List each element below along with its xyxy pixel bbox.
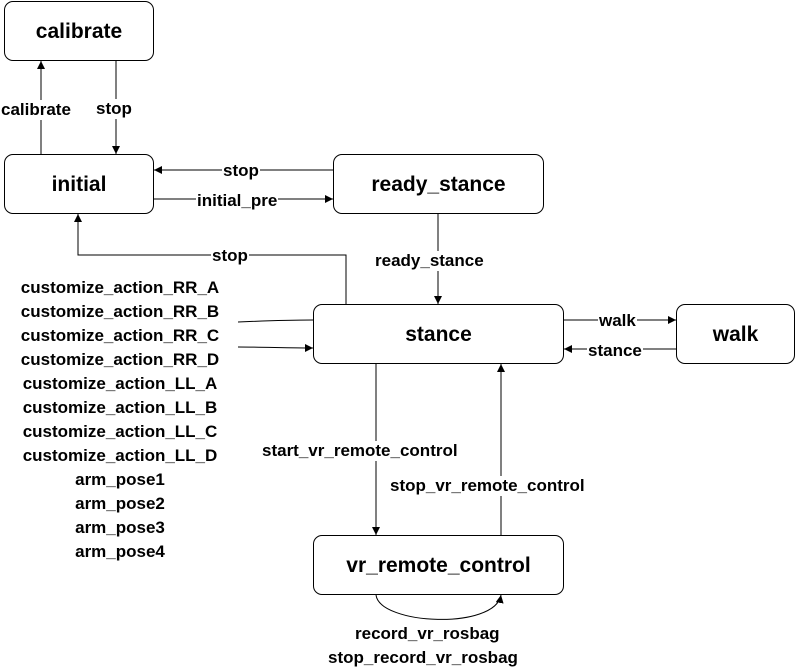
label-initial-to-ready: initial_pre <box>196 191 279 211</box>
action-item: customize_action_RR_B <box>20 302 220 321</box>
edge-actions-to-stance-in <box>237 343 314 352</box>
action-item: customize_action_LL_D <box>22 446 218 465</box>
state-initial-label: initial <box>51 172 107 196</box>
label-stance-to-walk: walk <box>598 311 637 331</box>
customize-action-list: customize_action_RR_A customize_action_R… <box>0 276 240 564</box>
action-item: customize_action_LL_B <box>22 398 218 417</box>
state-vr-remote-control-label: vr_remote_control <box>346 553 531 577</box>
state-stance-label: stance <box>405 322 472 346</box>
state-calibrate: calibrate <box>4 1 154 61</box>
state-stance: stance <box>313 304 564 364</box>
label-ready-to-stance: ready_stance <box>374 251 485 271</box>
action-item: arm_pose4 <box>75 542 165 561</box>
state-ready-stance: ready_stance <box>333 154 544 214</box>
label-vr-loop-record: record_vr_rosbag <box>354 624 501 644</box>
state-walk-label: walk <box>712 322 759 346</box>
state-vr-remote-control: vr_remote_control <box>313 535 564 595</box>
label-calibrate-to-initial: stop <box>95 99 133 119</box>
state-walk: walk <box>676 304 795 364</box>
label-stance-to-vr: start_vr_remote_control <box>261 441 459 461</box>
label-vr-loop-stop-record: stop_record_vr_rosbag <box>327 648 519 668</box>
action-item: arm_pose1 <box>75 470 165 489</box>
label-ready-to-initial: stop <box>222 161 260 181</box>
edge-actions-to-stance-out <box>237 319 314 323</box>
action-item: customize_action_LL_A <box>22 374 218 393</box>
state-calibrate-label: calibrate <box>35 19 123 43</box>
label-stance-to-initial: stop <box>211 246 249 266</box>
action-item: arm_pose2 <box>75 494 165 513</box>
action-item: customize_action_LL_C <box>22 422 218 441</box>
label-initial-to-calibrate: calibrate <box>0 100 72 120</box>
edge-vr-self-loop <box>375 594 504 620</box>
action-item: customize_action_RR_C <box>20 326 220 345</box>
state-initial: initial <box>4 154 154 214</box>
action-item: customize_action_RR_A <box>20 278 220 297</box>
label-vr-to-stance: stop_vr_remote_control <box>389 476 586 496</box>
state-ready-stance-label: ready_stance <box>371 172 506 196</box>
label-walk-to-stance: stance <box>587 341 643 361</box>
action-item: arm_pose3 <box>75 518 165 537</box>
action-item: customize_action_RR_D <box>20 350 220 369</box>
